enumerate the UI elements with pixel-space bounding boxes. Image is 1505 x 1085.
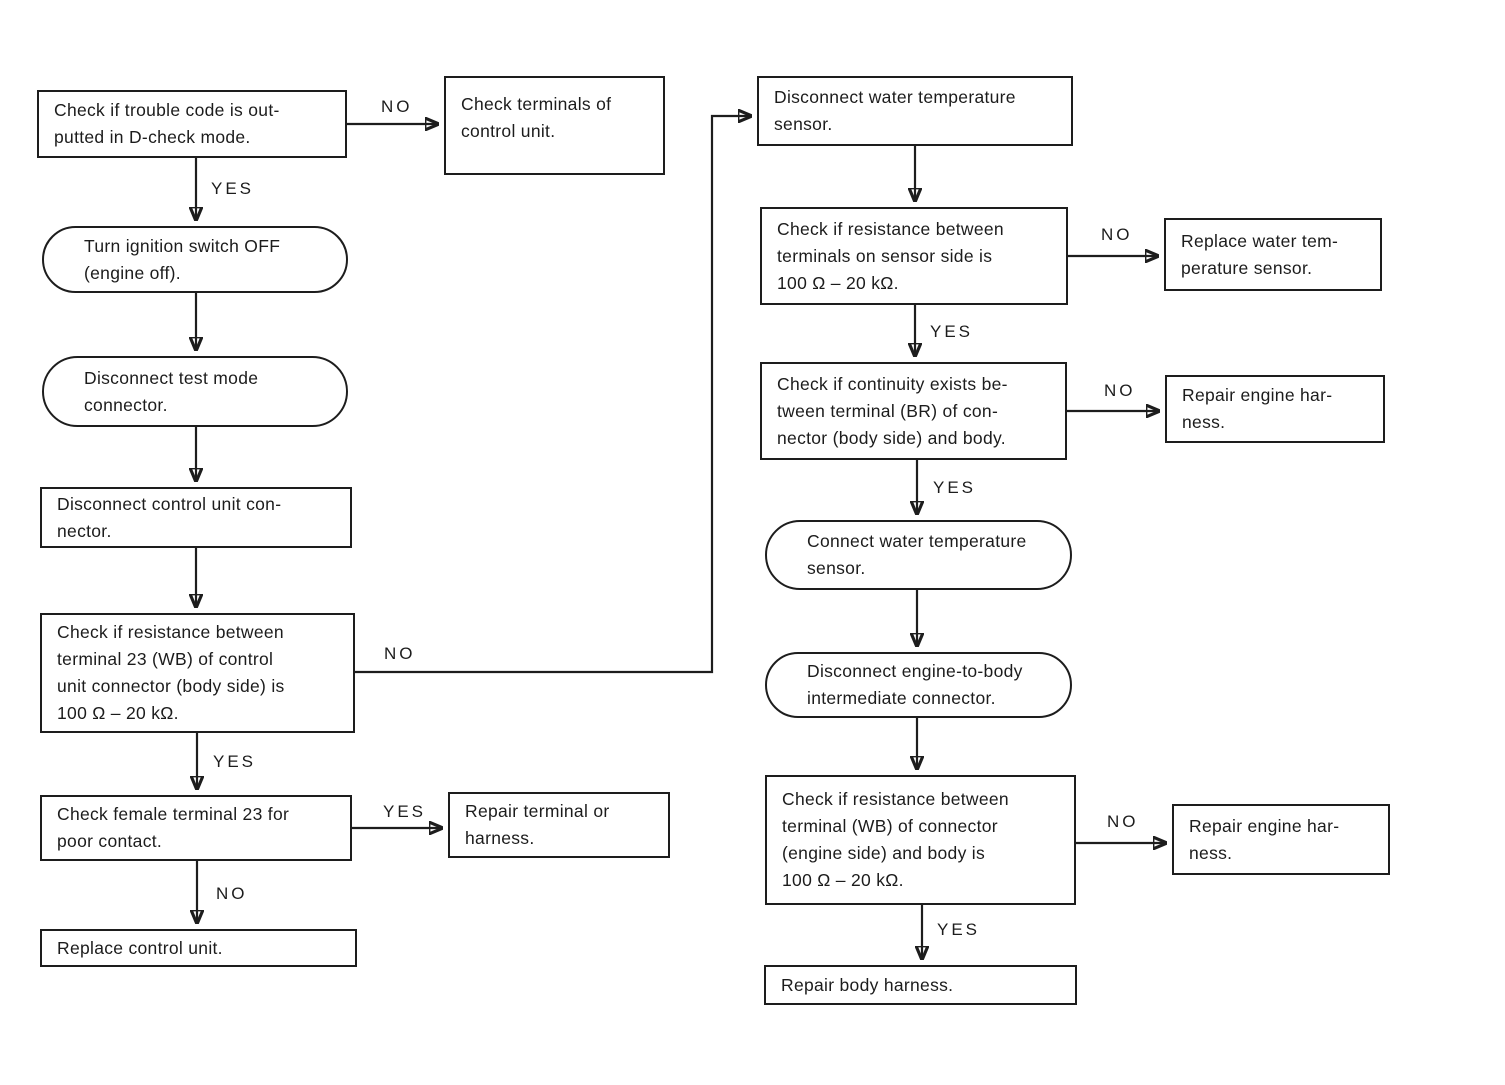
edge-label-no: NO <box>1104 381 1136 400</box>
node-check-resistance-sensor-side: Check if resistance between terminals on… <box>760 207 1068 305</box>
node-disconnect-test-mode-connector: Disconnect test mode connector. <box>42 356 348 427</box>
edge-label-yes: YES <box>211 179 255 198</box>
edge-label-yes: YES <box>383 802 427 821</box>
node-disconnect-control-unit-connector: Disconnect control unit con- nector. <box>40 487 352 548</box>
node-repair-engine-harness-1: Repair engine har- ness. <box>1165 375 1385 443</box>
node-check-terminals-control-unit: Check terminals of control unit. <box>444 76 665 175</box>
edge-label-no: NO <box>1101 225 1133 244</box>
connector-resistance-no-long <box>355 116 750 674</box>
edge-label-no: NO <box>381 97 413 116</box>
edge-label-yes: YES <box>213 752 257 771</box>
node-replace-water-temp-sensor: Replace water tem- perature sensor. <box>1164 218 1382 291</box>
node-replace-control-unit: Replace control unit. <box>40 929 357 967</box>
edge-label-no: NO <box>384 644 416 663</box>
node-check-resistance-terminal-wb: Check if resistance between terminal (WB… <box>765 775 1076 905</box>
edge-label-yes: YES <box>937 920 981 939</box>
node-repair-engine-harness-2: Repair engine har- ness. <box>1172 804 1390 875</box>
node-connect-water-temp-sensor: Connect water temperature sensor. <box>765 520 1072 590</box>
edge-label-no: NO <box>216 884 248 903</box>
node-check-continuity-terminal-br: Check if continuity exists be- tween ter… <box>760 362 1067 460</box>
node-turn-ignition-off: Turn ignition switch OFF (engine off). <box>42 226 348 293</box>
node-disconnect-water-temp-sensor: Disconnect water temperature sensor. <box>757 76 1073 146</box>
node-disconnect-intermediate-connector: Disconnect engine-to-body intermediate c… <box>765 652 1072 718</box>
node-check-female-terminal-23: Check female terminal 23 for poor contac… <box>40 795 352 861</box>
node-check-trouble-code: Check if trouble code is out- putted in … <box>37 90 347 158</box>
node-repair-terminal-or-harness: Repair terminal or harness. <box>448 792 670 858</box>
edge-label-yes: YES <box>933 478 977 497</box>
edge-label-no: NO <box>1107 812 1139 831</box>
edge-label-yes: YES <box>930 322 974 341</box>
node-repair-body-harness: Repair body harness. <box>764 965 1077 1005</box>
node-check-resistance-terminal-23: Check if resistance between terminal 23 … <box>40 613 355 733</box>
